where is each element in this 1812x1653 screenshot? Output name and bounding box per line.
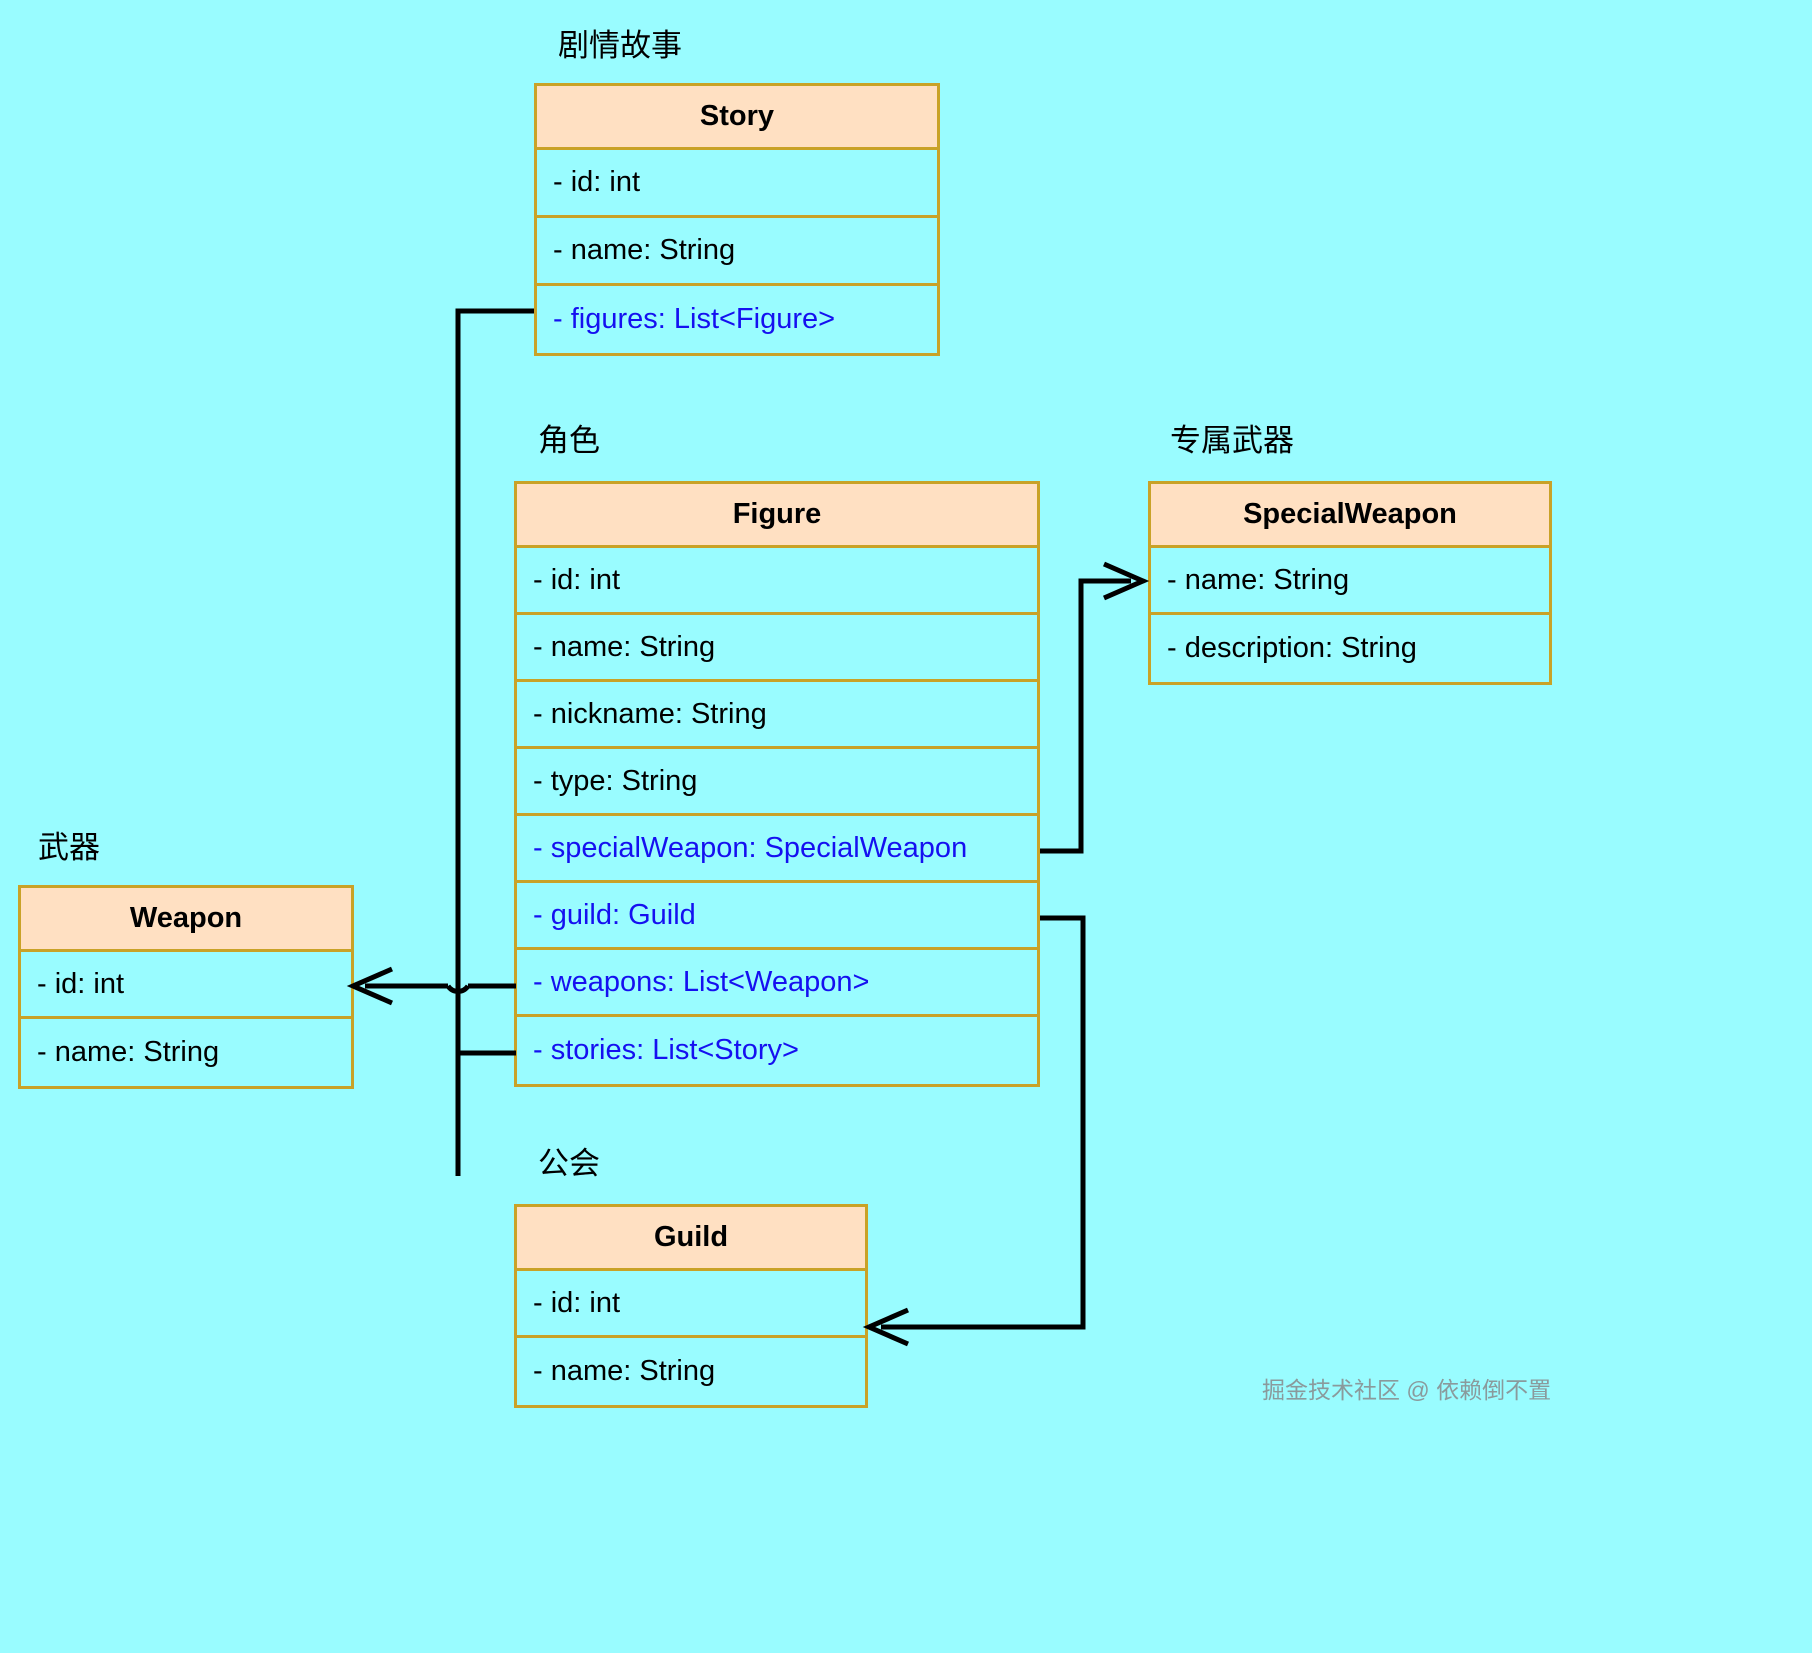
attribute-row: - id: int xyxy=(537,150,937,218)
attribute-row: - nickname: String xyxy=(517,682,1037,749)
attribute-row: - name: String xyxy=(537,218,937,286)
caption-story: 剧情故事 xyxy=(558,28,682,63)
class-title-story: Story xyxy=(537,86,937,150)
attribute-row: - figures: List<Figure> xyxy=(553,303,836,335)
attribute-row: - name: String xyxy=(37,1036,220,1068)
attribute-row: - id: int xyxy=(517,548,1037,615)
arrowhead-guild xyxy=(862,1307,909,1347)
caption-specialweapon: 专属武器 xyxy=(1170,423,1294,458)
attribute-row: - stories: List<Story> xyxy=(533,1034,799,1066)
attribute-row: - name: String xyxy=(1151,548,1549,615)
attribute-row: - id: int xyxy=(517,1271,865,1338)
arrowhead-weapon xyxy=(346,966,393,1006)
class-title-specialweapon: SpecialWeapon xyxy=(1151,484,1549,548)
class-box-specialweapon[interactable]: SpecialWeapon - name: String - descripti… xyxy=(1148,481,1552,685)
attribute-row: - description: String xyxy=(1167,632,1417,664)
caption-guild: 公会 xyxy=(538,1146,600,1181)
attribute-row: - name: String xyxy=(517,615,1037,682)
class-title-figure: Figure xyxy=(517,484,1037,548)
attribute-row: - type: String xyxy=(517,749,1037,816)
class-title-guild: Guild xyxy=(517,1207,865,1271)
class-box-figure[interactable]: Figure - id: int - name: String - nickna… xyxy=(514,481,1040,1087)
attribute-row: - specialWeapon: SpecialWeapon xyxy=(517,816,1037,883)
arrowhead-specialweapon xyxy=(1103,561,1150,601)
caption-weapon: 武器 xyxy=(38,830,100,865)
attribute-row: - weapons: List<Weapon> xyxy=(517,950,1037,1017)
attribute-row: - name: String xyxy=(533,1355,716,1387)
connector-figure-to-specialweapon xyxy=(1040,578,1131,854)
caption-figure: 角色 xyxy=(538,423,600,458)
class-title-weapon: Weapon xyxy=(21,888,351,952)
connector-story-to-figure-tail xyxy=(455,1050,516,1176)
class-box-guild[interactable]: Guild - id: int - name: String xyxy=(514,1204,868,1408)
attribute-row: - guild: Guild xyxy=(517,883,1037,950)
watermark: 掘金技术社区 @ 依赖倒不置 xyxy=(1262,1377,1552,1403)
line-hop xyxy=(445,984,471,994)
attribute-row: - id: int xyxy=(21,952,351,1019)
class-box-story[interactable]: Story - id: int - name: String - figures… xyxy=(534,83,940,356)
class-box-weapon[interactable]: Weapon - id: int - name: String xyxy=(18,885,354,1089)
